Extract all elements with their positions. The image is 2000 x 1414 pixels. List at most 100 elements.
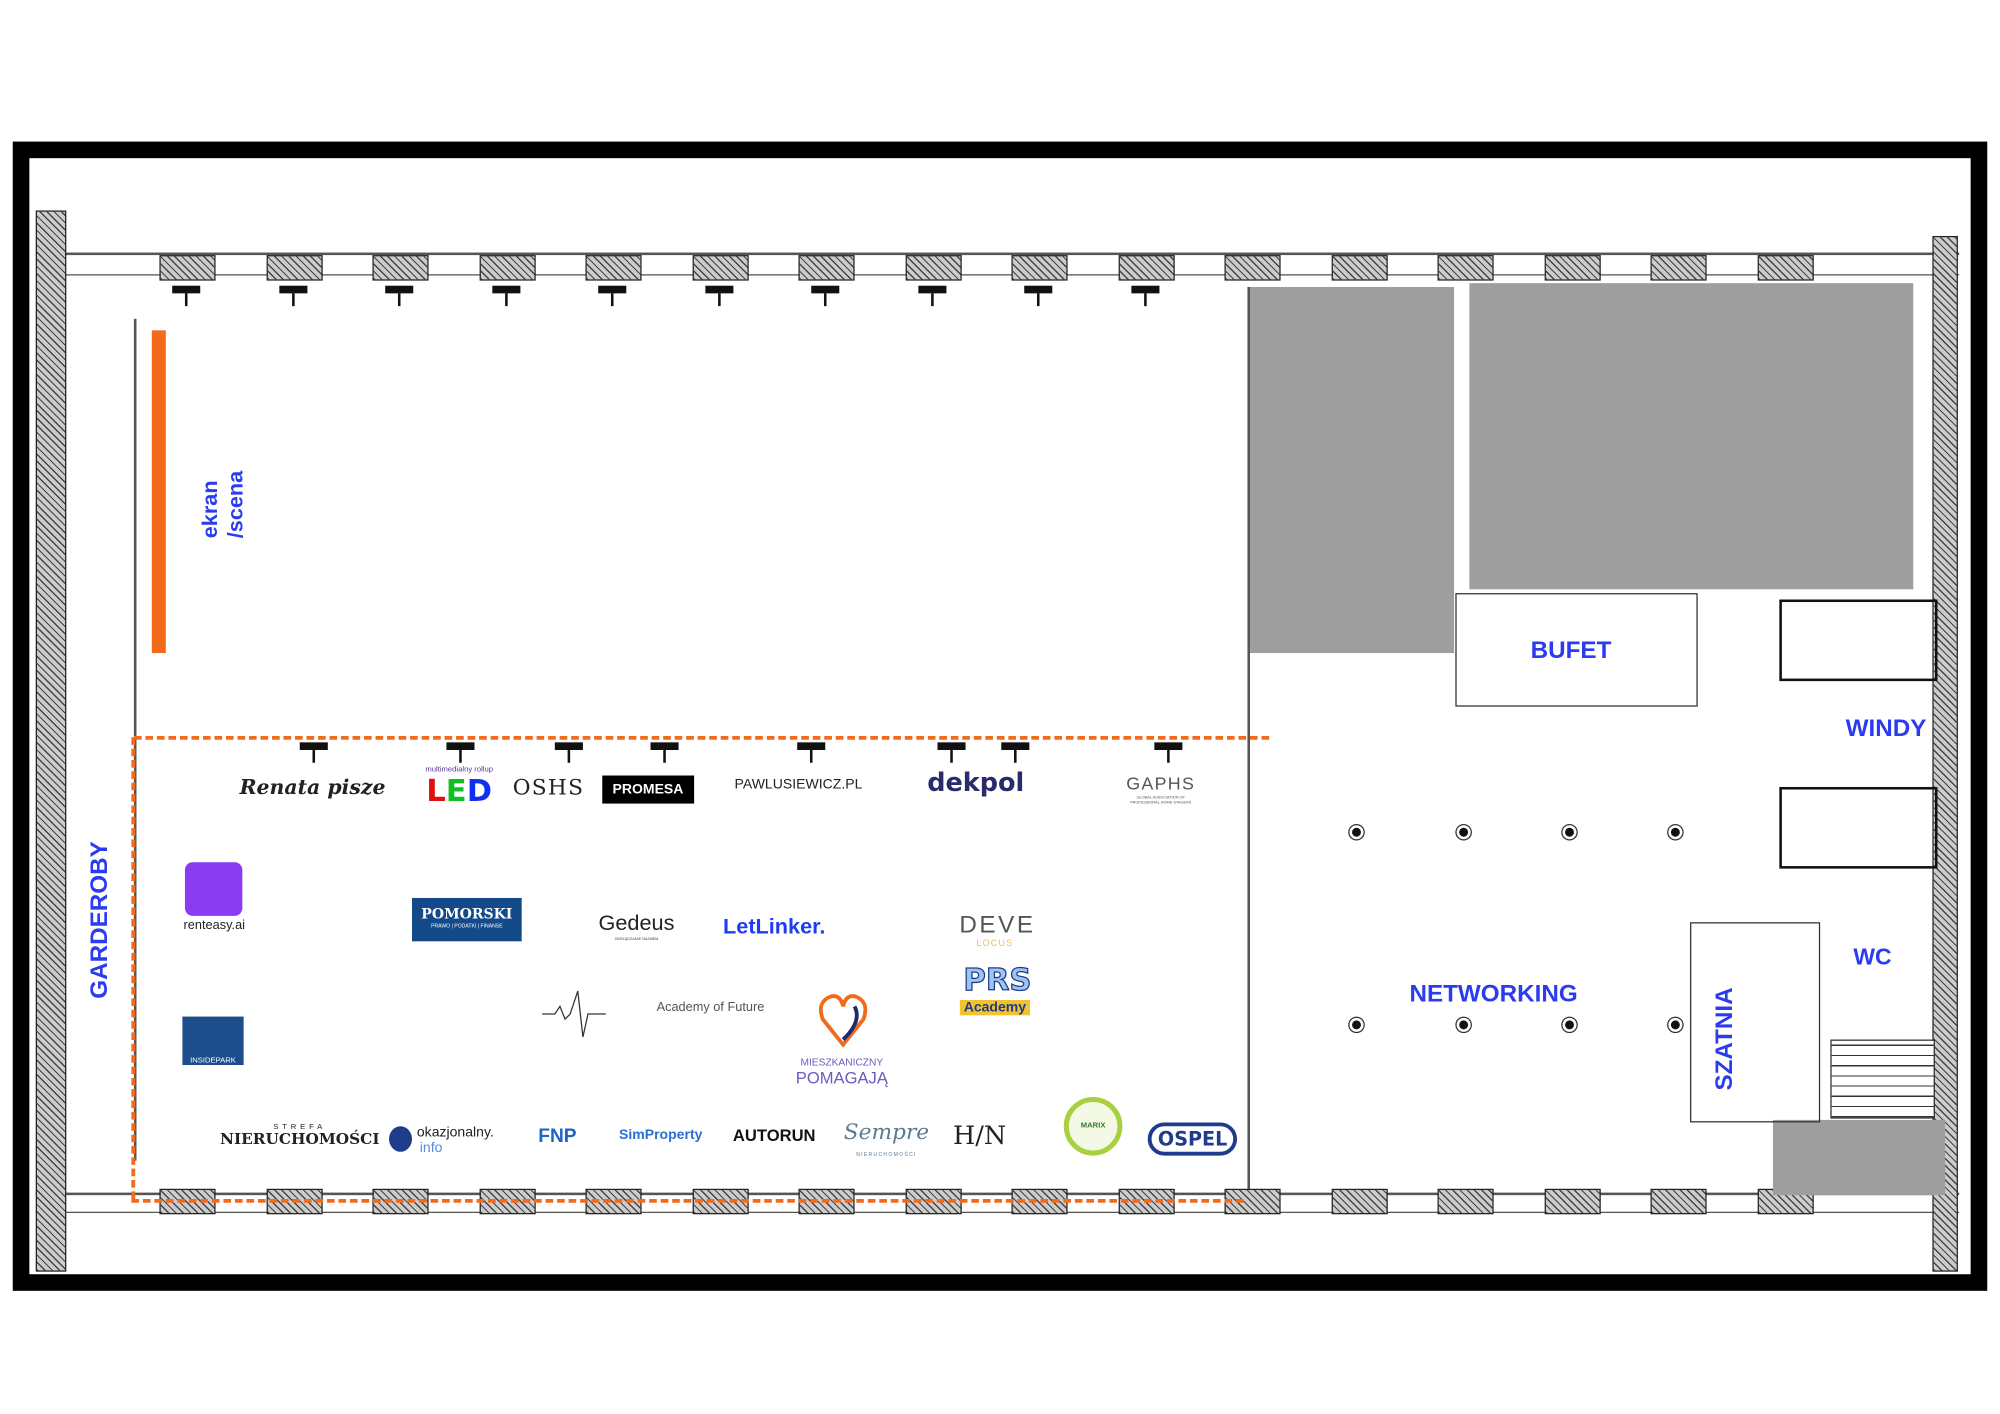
lamp-fixture [1001, 742, 1030, 763]
closed-area [1772, 1119, 1946, 1196]
lamp-fixture [554, 742, 583, 763]
lamp-fixture [1130, 285, 1159, 307]
exhibitor-autorun: AUTORUN [732, 1125, 816, 1145]
south-wall [35, 1192, 1960, 1196]
exhibitor-promesa: PROMESA [602, 775, 694, 804]
lamp-fixture [385, 285, 414, 307]
exhibitor-dekpol: dekpol [927, 766, 1025, 798]
wall-pillar [904, 255, 962, 281]
exhibitor-pomorski: POMORSKI PRAWO | PODATKI | FINANSE [411, 897, 522, 942]
lamp-fixture [797, 742, 826, 763]
wall-pillar [372, 255, 429, 281]
column [1670, 827, 1680, 837]
exhibitor-hn: H/N [953, 1119, 1007, 1151]
exhibitor-simproperty: SimProperty [618, 1127, 703, 1143]
deve-tagline: LOCUS [976, 939, 1014, 949]
exhibitor-renteasy: renteasy.ai [183, 919, 246, 934]
column [1352, 827, 1361, 837]
lamp-fixture [1024, 285, 1053, 307]
exhibitor-okazjonalny: okazjonalny. [416, 1124, 494, 1141]
exhibitor-academy-of-future: Academy of Future [656, 1000, 765, 1015]
column [1352, 1020, 1361, 1030]
staircase [1830, 1039, 1935, 1119]
exhibitor-letlinker: LetLinker. [723, 914, 826, 939]
pomorski-tagline: PRAWO | PODATKI | FINANSE [431, 922, 503, 929]
exhibitor-deve: DEVE [959, 911, 1036, 939]
north-wall [35, 252, 1960, 256]
wall-pillar [1544, 1188, 1601, 1215]
lamp-fixture [172, 285, 201, 307]
lamp-fixture [811, 285, 840, 307]
expo-area-border [133, 735, 1270, 740]
lamp-fixture [937, 742, 966, 763]
exhibitor-gaphs-tagline: GLOBAL ASSOCIATION OF PROFESSIONAL HOME … [1130, 794, 1192, 805]
cloakroom-wall [133, 318, 137, 1161]
column [1459, 827, 1469, 837]
lamp-fixture [650, 742, 679, 763]
wall-pillar [1757, 255, 1814, 281]
lamp-fixture [278, 285, 307, 307]
lamp-fixture [704, 285, 733, 307]
elevator [1779, 786, 1938, 869]
wall-pillar [1437, 1188, 1494, 1215]
okazjonalny-info: info [419, 1140, 443, 1156]
wall-pillar [691, 255, 749, 281]
wall-pillar [265, 255, 323, 281]
wall-pillar [1650, 1188, 1707, 1215]
exhibitor-sempre: Sempre [843, 1119, 930, 1146]
exhibitor-pawlusiewicz: PAWLUSIEWICZ.PL [734, 776, 863, 793]
column [1565, 827, 1574, 837]
lamp-fixture [446, 742, 475, 763]
west-wall [35, 210, 67, 1272]
renteasy-logo-icon [184, 862, 243, 916]
closed-area [1249, 286, 1455, 654]
wall-pillar [1117, 255, 1175, 281]
north-wall-inner [35, 274, 1960, 276]
exhibitor-gaphs: GAPHS [1126, 772, 1196, 794]
expo-area-border [131, 737, 136, 1199]
wall-pillar [1544, 255, 1601, 281]
mieszkaniczny-heart-icon [818, 994, 868, 1048]
exhibitor-gedeus: Gedeus [598, 910, 675, 935]
partition-wall [1247, 286, 1250, 1199]
exhibitor-renata-pisze: Renata pisze [239, 774, 386, 800]
heartbeat-logo-icon [542, 990, 606, 1038]
elevators-label: WINDY [1845, 715, 1927, 743]
south-wall-outer [35, 1211, 1960, 1214]
wall-pillar [1330, 255, 1388, 281]
pomorski-name: POMORSKI [421, 905, 513, 923]
closed-area [1469, 283, 1914, 590]
plan-frame [12, 141, 1988, 1291]
wall-pillar [1011, 255, 1068, 281]
wall-pillar [478, 255, 536, 281]
networking-label: NETWORKING [1409, 980, 1578, 1008]
exhibitor-strefa-nieruchomosci: NIERUCHOMOŚCI [219, 1130, 380, 1148]
exhibitor-ospel: OSPEL [1147, 1122, 1238, 1156]
lamp-fixture [299, 742, 328, 763]
exhibitor-led: LED [426, 772, 493, 809]
exhibitor-insidepark: INSIDEPARK [182, 1016, 244, 1066]
lamp-fixture [1154, 742, 1183, 763]
cloakroom-room [1690, 922, 1821, 1123]
exhibitor-led-tagline: multimedialny rollup [425, 766, 494, 775]
column [1565, 1020, 1574, 1030]
exhibitor-mieszkaniczny: MIESZKANICZNY [800, 1056, 884, 1069]
wall-pillar [1224, 255, 1281, 281]
wall-pillar [1650, 255, 1707, 281]
exhibitor-fnp: FNP [538, 1125, 577, 1148]
exhibitor-marix: MARIX [1063, 1096, 1123, 1156]
exhibitor-prs: PRS [963, 961, 1032, 998]
east-wall [1932, 235, 1958, 1272]
lamp-fixture [598, 285, 627, 307]
cloakroom-right-label: SZATNIA [1711, 987, 1739, 1091]
column [1670, 1020, 1680, 1030]
mieszkaniczny-tagline: POMAGAJĄ [795, 1068, 888, 1088]
buffet-counter [1455, 593, 1698, 707]
lamp-fixture [491, 285, 520, 307]
okazjonalny-logo-icon [389, 1126, 412, 1152]
wall-pillar [798, 255, 855, 281]
wall-pillar [1437, 255, 1494, 281]
wall-pillar [159, 255, 216, 281]
column [1459, 1020, 1469, 1030]
